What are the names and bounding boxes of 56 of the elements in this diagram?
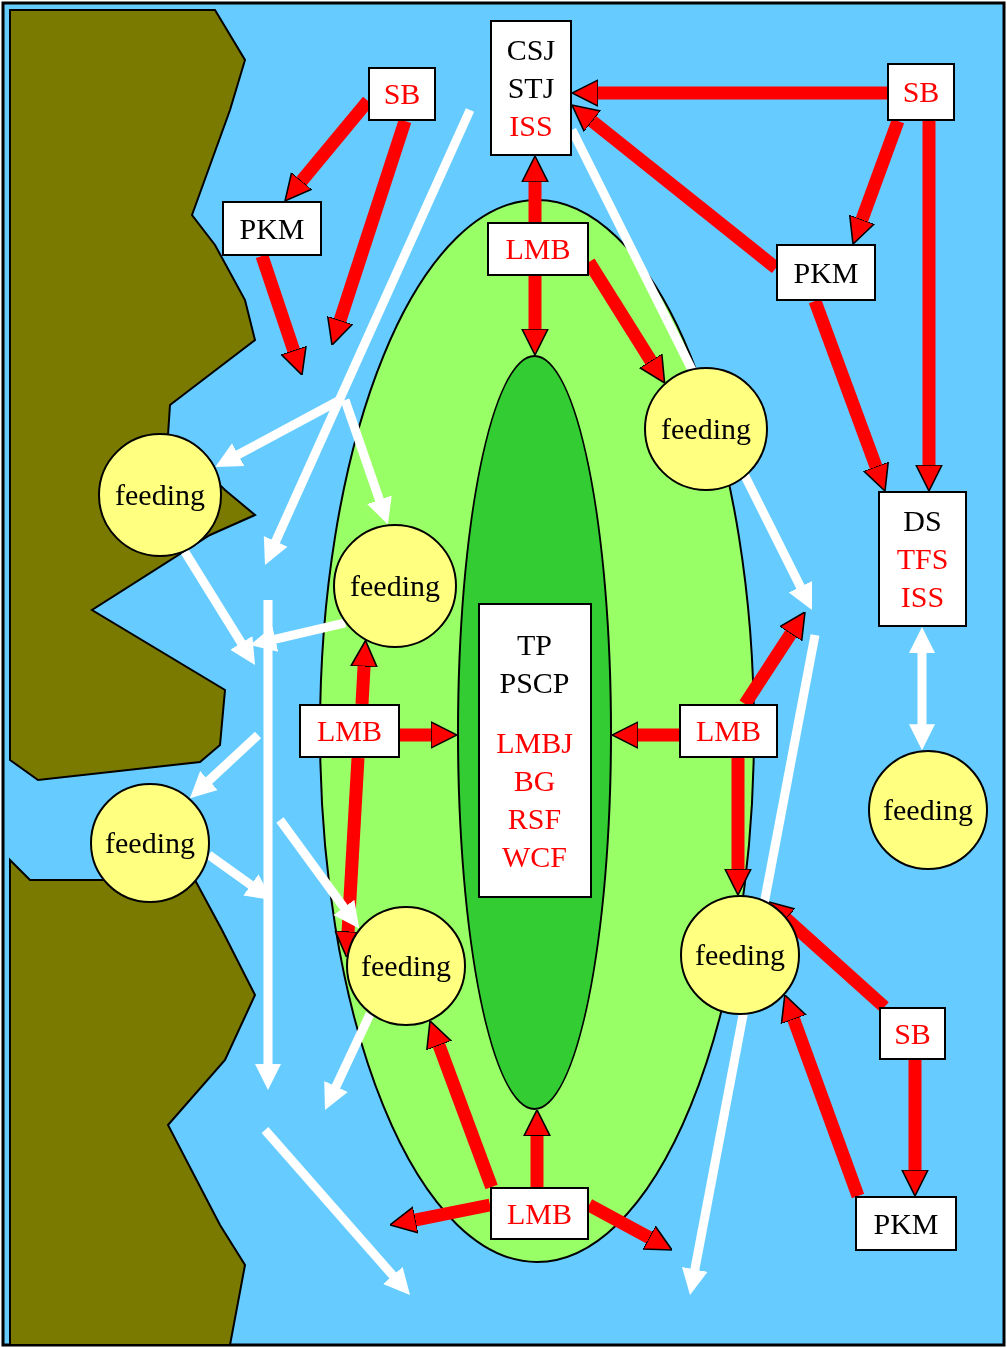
label-box bbox=[679, 704, 778, 758]
arrow bbox=[901, 1060, 929, 1197]
label-box bbox=[887, 63, 955, 121]
box-label: SB bbox=[902, 74, 940, 110]
label-box bbox=[776, 244, 876, 301]
box-label: feeding bbox=[350, 568, 440, 604]
arrow bbox=[350, 639, 378, 705]
arrow bbox=[423, 1018, 498, 1190]
arrow bbox=[340, 398, 393, 526]
arrow bbox=[808, 298, 892, 494]
label-box bbox=[855, 1196, 957, 1251]
box-label: PKM bbox=[239, 210, 305, 247]
box-label: SB bbox=[383, 76, 421, 112]
arrow bbox=[846, 118, 905, 247]
box-label: TFS ISS bbox=[896, 541, 949, 615]
arrow bbox=[255, 253, 309, 378]
box-label: PKM bbox=[793, 254, 859, 291]
label-box bbox=[879, 1007, 946, 1060]
label-box bbox=[477, 603, 592, 898]
label-box bbox=[490, 20, 572, 156]
label-box bbox=[222, 201, 322, 256]
box-label: feeding bbox=[883, 792, 973, 828]
arrow bbox=[521, 276, 549, 356]
box-label: feeding bbox=[115, 477, 205, 513]
arrow bbox=[334, 757, 365, 959]
box-label: feeding bbox=[105, 825, 195, 861]
arrow bbox=[909, 627, 935, 751]
label-box bbox=[878, 491, 967, 627]
box-label: LMBJ BG RSF WCF bbox=[496, 724, 573, 875]
box-label: LMB bbox=[505, 231, 571, 267]
arrow bbox=[571, 79, 887, 107]
box-label: LMB bbox=[507, 1195, 572, 1232]
label-box bbox=[299, 704, 400, 758]
label-box bbox=[490, 1187, 589, 1240]
box-label: LMB bbox=[317, 713, 382, 749]
arrow bbox=[400, 721, 458, 749]
box-label: feeding bbox=[361, 948, 451, 984]
box-label: CSJ STJ bbox=[506, 32, 556, 106]
arrow bbox=[915, 121, 943, 492]
box-label: ISS bbox=[509, 108, 553, 144]
box-label: SB bbox=[894, 1015, 931, 1052]
arrow bbox=[521, 155, 549, 222]
arrow bbox=[388, 1198, 492, 1234]
arrow bbox=[523, 1109, 551, 1187]
arrow bbox=[325, 119, 412, 347]
box-label: feeding bbox=[661, 411, 751, 447]
box-label: PKM bbox=[873, 1205, 939, 1242]
arrow bbox=[611, 721, 679, 749]
box-label: LMB bbox=[696, 713, 761, 749]
label-box bbox=[368, 67, 436, 121]
box-label: DS bbox=[903, 503, 942, 539]
arrow bbox=[724, 758, 752, 896]
label-box bbox=[487, 222, 589, 276]
box-label: feeding bbox=[695, 937, 785, 973]
arrow bbox=[778, 992, 865, 1199]
box-label: TP PSCP bbox=[499, 626, 570, 701]
